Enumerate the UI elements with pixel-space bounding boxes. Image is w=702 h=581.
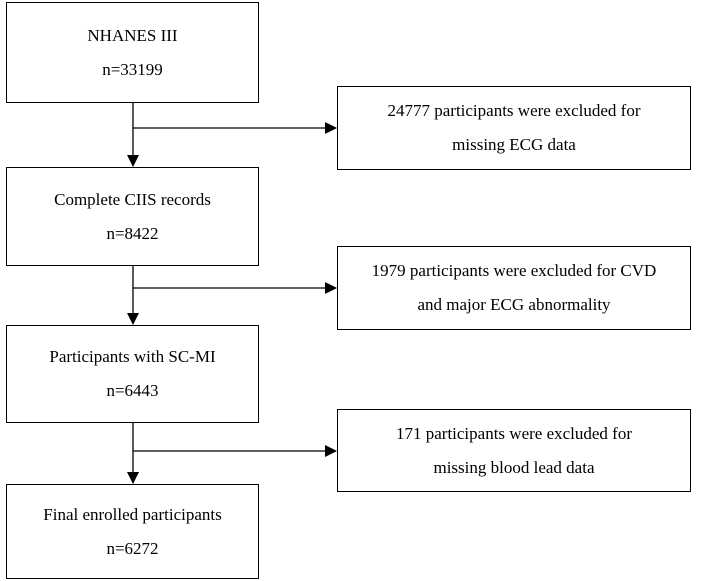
box-scmi-title: Participants with SC-MI: [49, 347, 216, 366]
exclusion-lead-line2: missing blood lead data: [433, 457, 595, 477]
box-final: Final enrolled participants n=6272: [6, 484, 259, 579]
exclusion-lead-line1: 171 participants were excluded for: [395, 423, 633, 443]
box-ciis-count: n=8422: [106, 223, 159, 243]
box-scmi: Participants with SC-MI n=6443: [6, 325, 259, 423]
exclusion-cvd-line1: 1979 participants were excluded for CVD: [371, 261, 657, 280]
box-final-count: n=6272: [106, 538, 159, 558]
box-ciis-title: Complete CIIS records: [54, 189, 211, 209]
box-nhanes: NHANES III n=33199: [6, 2, 259, 103]
box-nhanes-count: n=33199: [102, 59, 163, 79]
box-final-title: Final enrolled participants: [43, 504, 222, 524]
exclusion-box-cvd: 1979 participants were excluded for CVD …: [337, 246, 691, 330]
box-ciis: Complete CIIS records n=8422: [6, 167, 259, 266]
box-nhanes-title: NHANES III: [87, 25, 178, 45]
exclusion-ecg-line1: 24777 participants were excluded for: [387, 101, 641, 120]
box-scmi-count: n=6443: [106, 381, 159, 400]
exclusion-cvd-line2: and major ECG abnormality: [417, 295, 611, 314]
exclusion-ecg-line2: missing ECG data: [452, 135, 576, 154]
exclusion-box-ecg: 24777 participants were excluded for mis…: [337, 86, 691, 170]
exclusion-box-lead: 171 participants were excluded for missi…: [337, 409, 691, 492]
